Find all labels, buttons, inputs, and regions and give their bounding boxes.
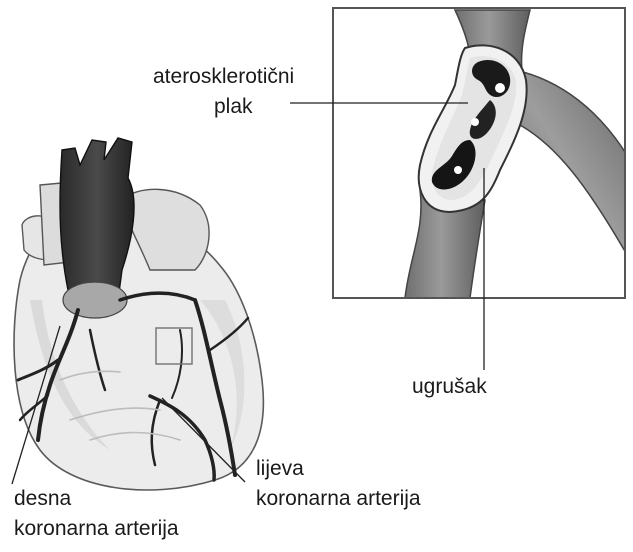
vessel-inset (333, 8, 630, 298)
label-left-line1: lijeva (256, 456, 304, 482)
label-plaque-line1: aterosklerotični (153, 64, 294, 90)
label-left-line2: koronarna arterija (256, 486, 421, 512)
label-right-line1: desna (14, 486, 71, 512)
label-plaque-line2: plak (214, 94, 253, 120)
heart-illustration (14, 138, 263, 490)
label-clot: ugrušak (412, 374, 487, 400)
label-right-line2: koronarna arterija (14, 516, 179, 542)
